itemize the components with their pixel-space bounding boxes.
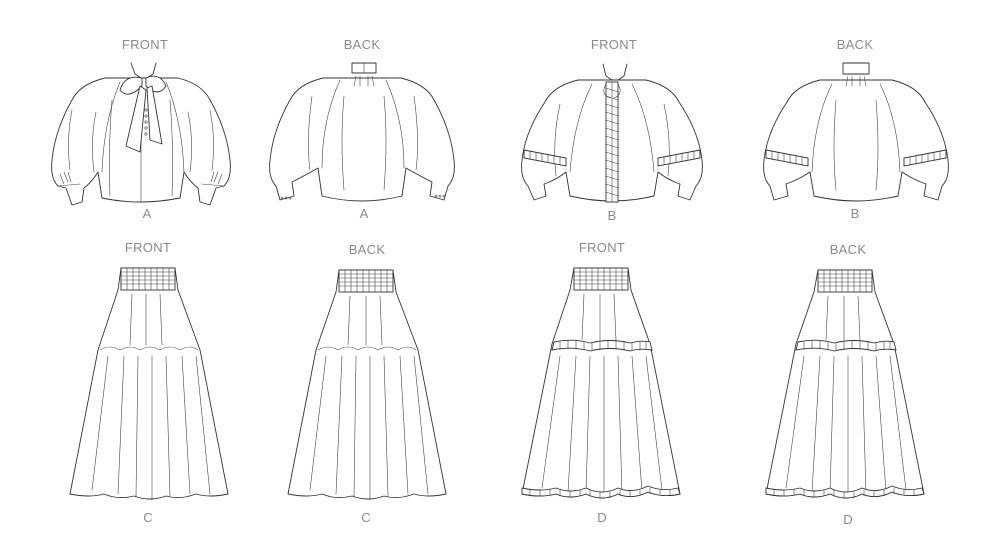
view-header: FRONT xyxy=(121,37,169,52)
view-header: FRONT xyxy=(578,240,626,255)
view-header: BACK xyxy=(829,242,867,257)
view-header: FRONT xyxy=(590,37,638,52)
view-code: C xyxy=(361,510,371,525)
view-header: FRONT xyxy=(124,240,172,255)
view-code: B xyxy=(607,208,617,223)
view-code: D xyxy=(597,510,607,525)
view-code: A xyxy=(359,206,369,221)
view-code: B xyxy=(850,206,860,221)
view-header: BACK xyxy=(836,37,874,52)
view-code: A xyxy=(142,206,152,221)
view-code: C xyxy=(143,510,153,525)
view-header: BACK xyxy=(348,242,386,257)
view-header: BACK xyxy=(343,37,381,52)
view-code: D xyxy=(843,512,853,527)
